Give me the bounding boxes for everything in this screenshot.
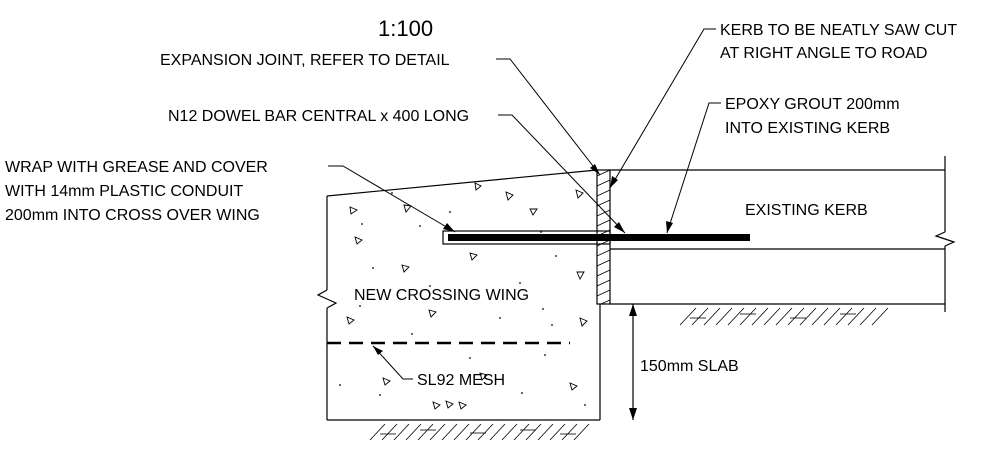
leader-sl92-mesh — [372, 345, 413, 380]
label-existing-kerb: EXISTING KERB — [745, 202, 868, 219]
label-expansion-joint: EXPANSION JOINT, REFER TO DETAIL — [160, 52, 450, 69]
ground-hatching-under-kerb — [679, 307, 889, 326]
leader-epoxy-grout — [666, 102, 721, 234]
new-crossing-wing-block — [316, 169, 601, 421]
dowel-bar — [442, 230, 750, 245]
label-epoxy-line-1: EPOXY GROUT 200mm — [725, 96, 900, 113]
ground-hatching-under-wing — [369, 423, 590, 441]
label-new-crossing-wing: NEW CROSSING WING — [354, 287, 529, 304]
leader-wrap-grease — [328, 165, 456, 233]
label-dowel-bar: N12 DOWEL BAR CENTRAL x 400 LONG — [168, 108, 469, 125]
existing-kerb-block — [610, 156, 956, 312]
label-slab-thickness: 150mm SLAB — [640, 358, 739, 375]
label-wrap-line-1: WRAP WITH GREASE AND COVER — [5, 159, 268, 176]
label-wrap-line-3: 200mm INTO CROSS OVER WING — [5, 207, 260, 224]
leader-expansion-joint — [496, 58, 601, 176]
label-wrap-line-2: WITH 14mm PLASTIC CONDUIT — [5, 183, 243, 200]
concrete-aggregate-marks — [339, 182, 588, 410]
leader-dowel-bar — [498, 114, 626, 234]
label-epoxy-line-2: INTO EXISTING KERB — [725, 120, 890, 137]
label-kerb-cut-line-2: AT RIGHT ANGLE TO ROAD — [720, 45, 927, 62]
scale-title: 1:100 — [378, 16, 433, 41]
slab-dimension — [629, 304, 637, 420]
label-sl92-mesh: SL92 MESH — [417, 372, 505, 389]
leader-kerb-saw-cut — [609, 28, 716, 189]
label-kerb-cut-line-1: KERB TO BE NEATLY SAW CUT — [720, 22, 957, 39]
